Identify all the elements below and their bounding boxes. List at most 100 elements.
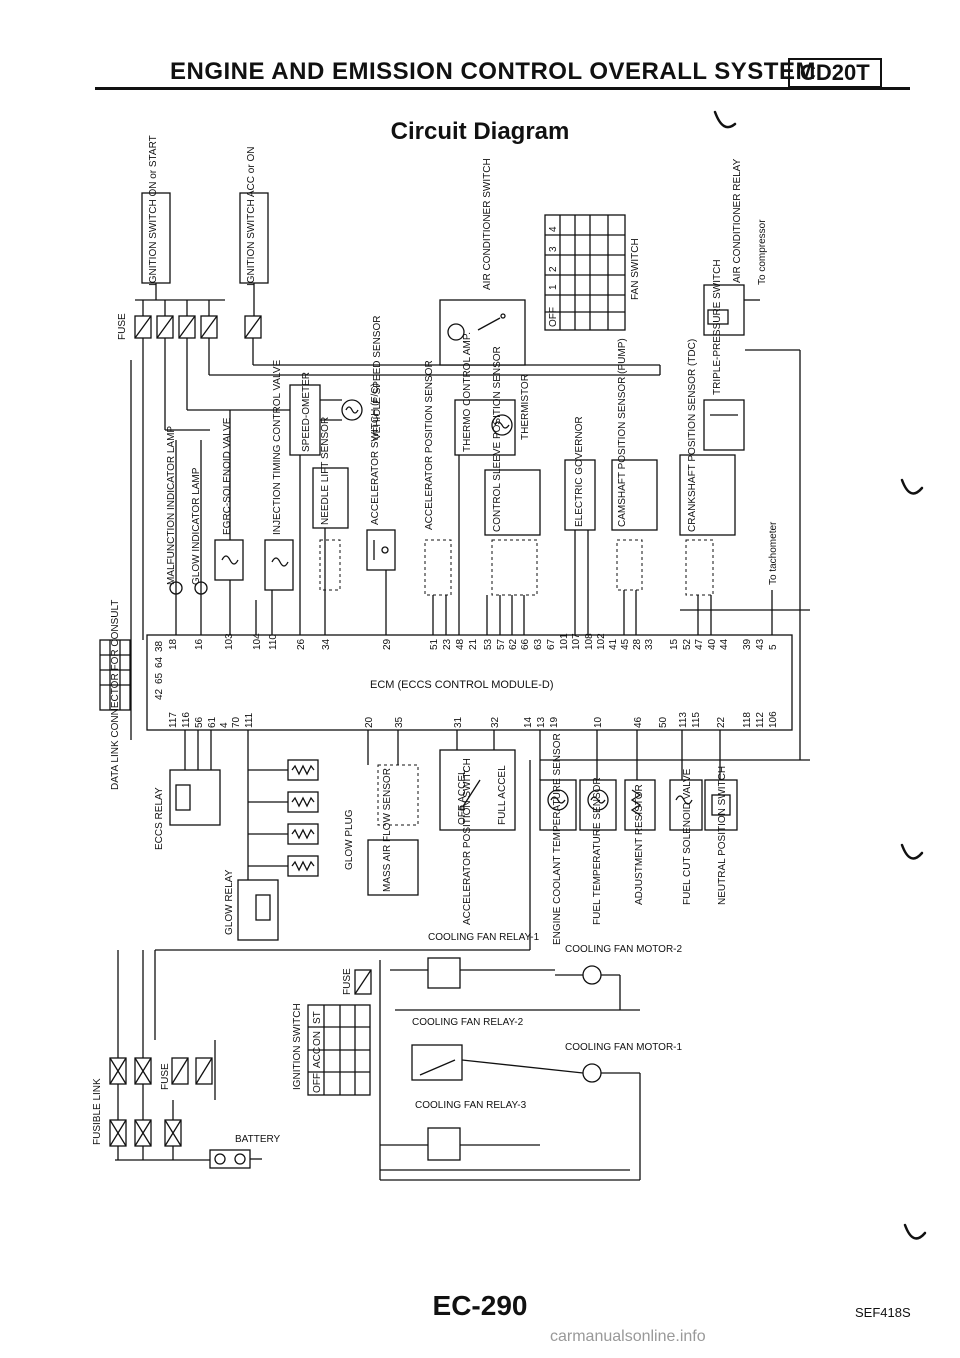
glow-lamp-label: GLOW INDICATOR LAMP bbox=[191, 467, 202, 585]
ignition-switch-label: IGNITION SWITCH bbox=[292, 1003, 303, 1090]
injection-valve: INJECTION TIMING CONTROL VALVE bbox=[255, 359, 294, 640]
fan-col-1: 1 bbox=[548, 284, 559, 290]
ecm-pin-top: 47 bbox=[694, 638, 705, 650]
ecm-pin-bottom: 116 bbox=[181, 712, 192, 728]
triple-pressure-switch: TRIPLE-PRESSURE SWITCH bbox=[703, 259, 745, 451]
fuse-feed-wires bbox=[130, 338, 660, 740]
ecm-pin-bottom: 115 bbox=[691, 712, 702, 728]
fan-col-4: 4 bbox=[548, 226, 559, 232]
fan-col-2: 2 bbox=[548, 266, 559, 272]
ac-relay-label: AIR CONDITIONER RELAY bbox=[732, 158, 743, 283]
fuse-label-bottom: FUSE bbox=[160, 1063, 171, 1090]
accel-pos-switch-label: ACCELERATOR POSITION SWITCH bbox=[462, 758, 473, 925]
cooling-fan-relay-2: COOLING FAN RELAY-2 COOLING FAN MOTOR-1 bbox=[411, 1017, 682, 1083]
ignition-switch: OFF ACC ON ST IGNITION SWITCH bbox=[292, 1003, 371, 1096]
neutral-switch-label: NEUTRAL POSITION SWITCH bbox=[717, 766, 728, 905]
maf-sensor-label: MASS AIR FLOW SENSOR bbox=[382, 768, 393, 892]
ecm-pin-bottom: 118 bbox=[742, 712, 753, 728]
fuel-temp-sensor-label: FUEL TEMPERATURE SENSOR bbox=[592, 777, 603, 925]
camshaft-sensor-label: CAMSHAFT POSITION SENSOR (PUMP) bbox=[617, 338, 628, 527]
ecm-pin-top: 48 bbox=[455, 638, 466, 650]
fusible-links: FUSIBLE LINK FUSE bbox=[92, 950, 213, 1161]
ecm-pin-top: 63 bbox=[533, 638, 544, 650]
ign-acc-label: IGNITION SWITCH ACC or ON bbox=[246, 147, 257, 286]
ecm-pin-bottom: 13 bbox=[536, 716, 547, 728]
ign-col-st: ST bbox=[312, 1011, 323, 1024]
fuse-label-mid: FUSE bbox=[342, 968, 353, 995]
ecm-pin-top: 33 bbox=[644, 638, 655, 650]
ecm-pin-top: 28 bbox=[632, 638, 643, 650]
ecm-pin-bottom: 32 bbox=[490, 716, 501, 728]
ecm-pin-bottom: 117 bbox=[168, 712, 179, 728]
accel-pos-switch: OFF ACCEL FULL ACCEL ACCELERATOR POSITIO… bbox=[439, 730, 516, 925]
ecm-pin-top: 15 bbox=[669, 638, 680, 650]
full-accel-label: FULL ACCEL bbox=[497, 765, 508, 825]
check-mark-2 bbox=[900, 478, 924, 495]
page-title: ENGINE AND EMISSION CONTROL OVERALL SYST… bbox=[170, 58, 816, 85]
ecm-pin-bottom: 35 bbox=[394, 716, 405, 728]
cooling-fan-relay-3: COOLING FAN RELAY-3 bbox=[380, 1100, 630, 1171]
temp-sensors: ENGINE COOLANT TEMPERATURE SENSOR FUEL T… bbox=[539, 730, 617, 945]
adjustment-resistor-label: ADJUSTMENT RESISTOR bbox=[634, 784, 645, 905]
ecm-pin-bottom: 22 bbox=[716, 716, 727, 728]
off-accel-label: OFF ACCEL bbox=[457, 769, 468, 825]
accel-pos-sensor-label: ACCELERATOR POSITION SENSOR bbox=[424, 360, 435, 530]
ecm-pin-bottom: 50 bbox=[658, 716, 669, 728]
needle-lift-label: NEEDLE LIFT SENSOR bbox=[320, 417, 331, 525]
ecm-pin-top: 103 bbox=[224, 633, 235, 650]
ecm-pin-top: 43 bbox=[755, 638, 766, 650]
ac-relay: AIR CONDITIONER RELAY To compressor bbox=[703, 158, 768, 336]
thermo-amp: THERMO CONTROL AMP. THERMISTOR bbox=[454, 332, 531, 456]
ign-start-label: IGNITION SWITCH ON or START bbox=[148, 135, 159, 286]
neutral-switch: NEUTRAL POSITION SWITCH bbox=[704, 730, 738, 905]
fuse-label-top: FUSE bbox=[117, 313, 128, 340]
eccs-relay: ECCS RELAY bbox=[154, 730, 221, 850]
battery-label: BATTERY bbox=[235, 1134, 281, 1145]
crankshaft-sensor-label: CRANKSHAFT POSITION SENSOR (TDC) bbox=[687, 339, 698, 532]
fan-relay-1-label: COOLING FAN RELAY-1 bbox=[428, 932, 540, 943]
ecm-pin-top: 18 bbox=[168, 638, 179, 650]
accel-switch-fc-label: ACCELERATOR SWITCH (F/C) bbox=[370, 383, 381, 525]
ecm-pin-top: 108 bbox=[584, 633, 595, 650]
ign-col-off: OFF bbox=[312, 1073, 323, 1093]
speedometer: SPEED-OMETER VEHICLE SPEED SENSOR bbox=[289, 316, 383, 640]
fan-motor-2-label: COOLING FAN MOTOR-2 bbox=[565, 944, 682, 955]
crankshaft-sensor: CRANKSHAFT POSITION SENSOR (TDC) To tach… bbox=[679, 339, 779, 640]
fan-relay-3-label: COOLING FAN RELAY-3 bbox=[415, 1100, 527, 1111]
page-number: EC-290 bbox=[432, 1290, 528, 1321]
data-link-label: DATA LINK CONNECTOR FOR CONSULT bbox=[110, 600, 121, 790]
ecm-pin-left: 38 bbox=[154, 640, 165, 652]
ecm-pin-top: 102 bbox=[596, 633, 607, 650]
check-mark-3 bbox=[900, 843, 924, 860]
control-sleeve-sensor: CONTROL SLEEVE POSITION SENSOR bbox=[484, 346, 541, 640]
ecm-pin-bottom: 61 bbox=[207, 716, 218, 728]
ecm-pin-top: 66 bbox=[520, 638, 531, 650]
ecm-pin-bottom: 31 bbox=[453, 716, 464, 728]
triple-pressure-label: TRIPLE-PRESSURE SWITCH bbox=[712, 259, 723, 395]
thermo-amp-label: THERMO CONTROL AMP. bbox=[462, 332, 473, 452]
injection-valve-label: INJECTION TIMING CONTROL VALVE bbox=[272, 359, 283, 535]
ecm-pin-bottom: 19 bbox=[549, 716, 560, 728]
ecm-pin-top: 52 bbox=[682, 638, 693, 650]
ecm-pin-bottom: 112 bbox=[755, 712, 766, 728]
fuse-row-top bbox=[134, 283, 262, 339]
vehicle-speed-label: VEHICLE SPEED SENSOR bbox=[372, 316, 383, 440]
cooling-fan-relay-1: COOLING FAN RELAY-1 COOLING FAN MOTOR-2 bbox=[390, 932, 682, 989]
ecm-pin-bottom: 56 bbox=[194, 716, 205, 728]
check-mark-1 bbox=[713, 110, 737, 129]
ecm-pin-bottom: 111 bbox=[244, 712, 255, 728]
ecm-block: ECM (ECCS CONTROL MODULE-D) bbox=[146, 634, 793, 731]
glow-relay-label: GLOW RELAY bbox=[224, 869, 235, 935]
adjustment-resistor: ADJUSTMENT RESISTOR bbox=[624, 730, 656, 905]
electric-governor: ELECTRIC GOVERNOR bbox=[564, 416, 596, 640]
egrc-valve: EGRC-SOLENOID VALVE bbox=[214, 417, 244, 581]
ecm-pin-top: 62 bbox=[508, 638, 519, 650]
ecm-pin-left: 65 bbox=[154, 672, 165, 684]
ecm-pin-bottom: 14 bbox=[523, 716, 534, 728]
ecm-pin-top: 57 bbox=[496, 638, 507, 650]
fuse-mid: FUSE bbox=[342, 968, 372, 995]
ecm-pin-top: 104 bbox=[252, 633, 263, 650]
ecm-pin-top: 16 bbox=[194, 638, 205, 650]
